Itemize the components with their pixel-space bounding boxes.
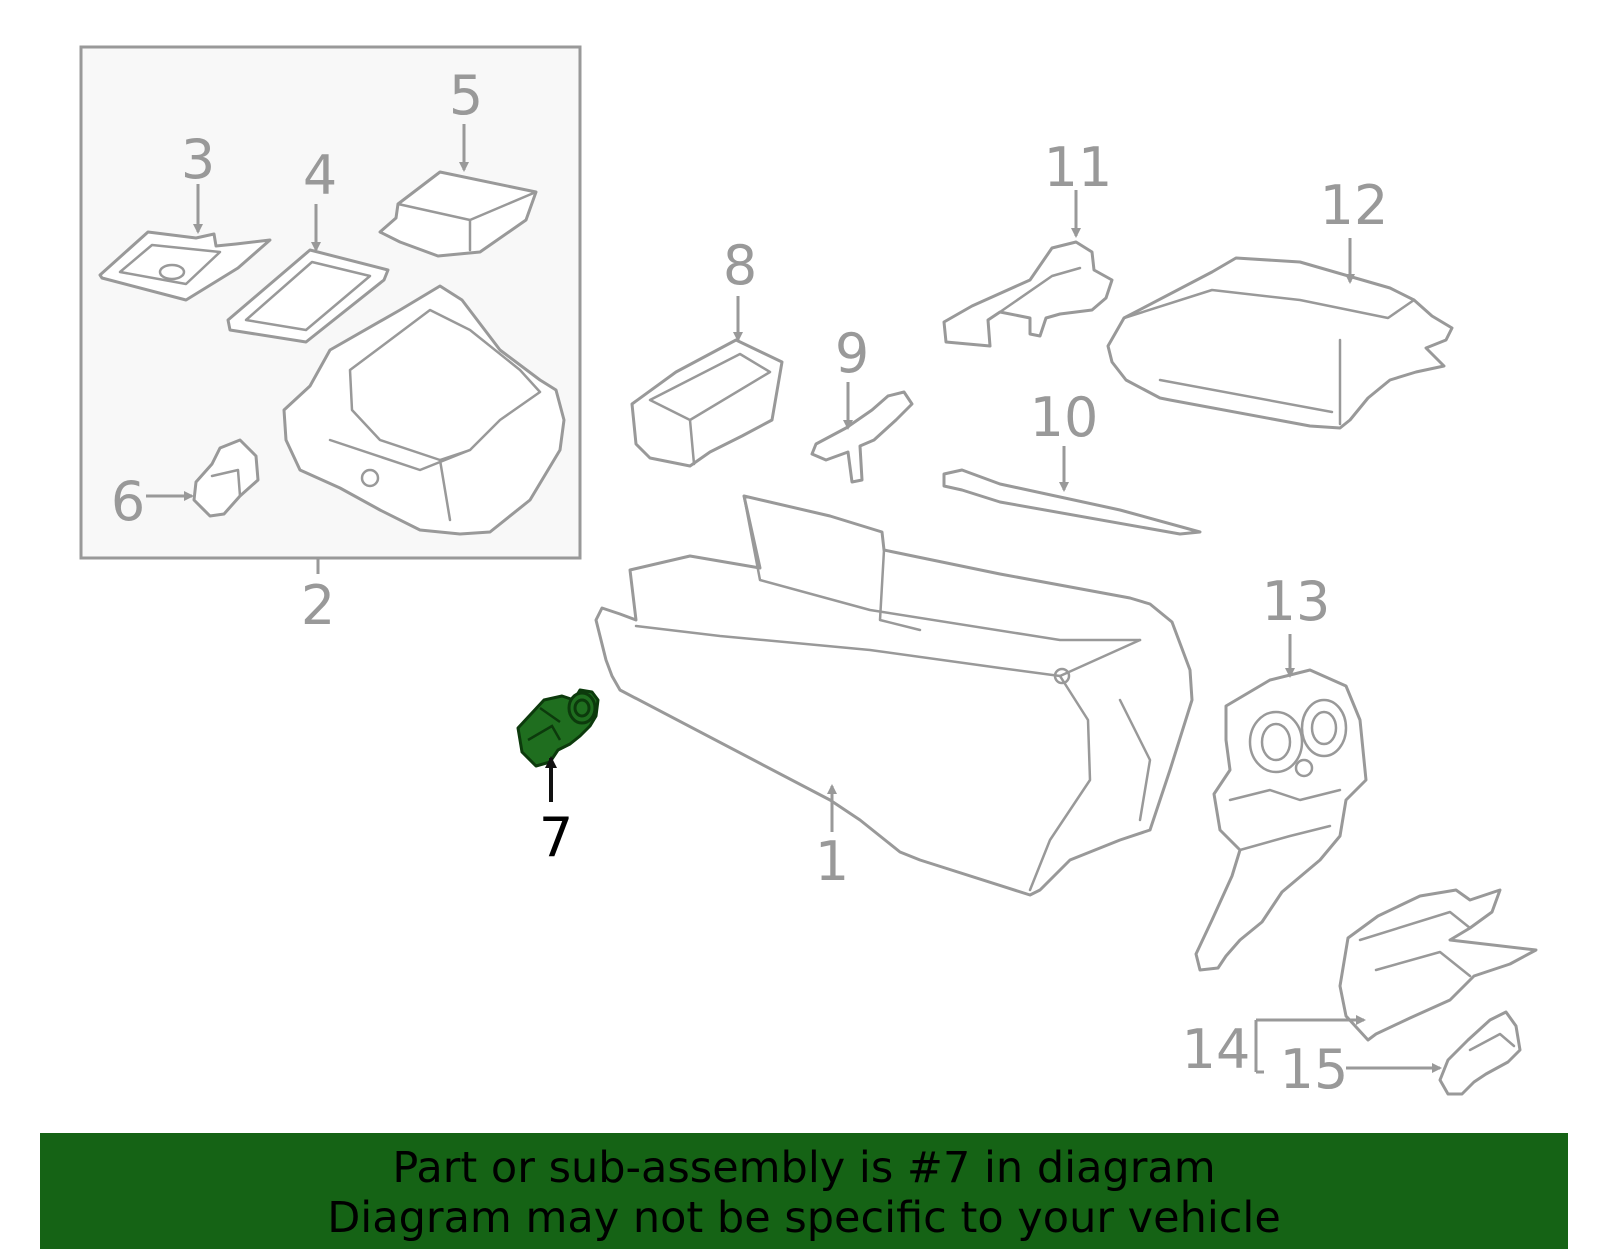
callout-14: 14	[1182, 1018, 1251, 1081]
banner-line-1: Part or sub-assembly is #7 in diagram	[392, 1143, 1216, 1193]
part-11-bracket[interactable]	[942, 240, 1114, 348]
part-8-cup-holder[interactable]	[630, 338, 784, 468]
callout-1: 1	[815, 830, 849, 893]
callout-15: 15	[1280, 1038, 1349, 1101]
callout-12: 12	[1320, 174, 1389, 237]
part-1-console[interactable]	[594, 494, 1194, 897]
part-12-armrest[interactable]	[1106, 256, 1454, 430]
part-3-mat[interactable]	[98, 230, 272, 302]
part-2-housing[interactable]	[282, 284, 566, 536]
callout-9: 9	[835, 322, 869, 385]
callout-11: 11	[1044, 136, 1113, 199]
callout-13: 13	[1262, 570, 1331, 633]
callout-3: 3	[181, 128, 215, 191]
info-banner: Part or sub-assembly is #7 in diagram Di…	[40, 1133, 1568, 1249]
callout-10: 10	[1030, 386, 1099, 449]
banner-line-2: Diagram may not be specific to your vehi…	[327, 1193, 1281, 1243]
part-14-panel[interactable]	[1338, 888, 1538, 1042]
part-6-clip[interactable]	[192, 438, 260, 518]
callout-4: 4	[303, 144, 337, 207]
callout-2: 2	[301, 574, 335, 637]
part-4-pad[interactable]	[226, 248, 390, 344]
callout-8: 8	[723, 234, 757, 297]
part-5-tray[interactable]	[378, 170, 538, 258]
callout-5: 5	[449, 64, 483, 127]
part-13-vent-panel[interactable]	[1194, 668, 1368, 972]
callout-7: 7	[539, 806, 573, 869]
part-7-highlighted[interactable]	[516, 688, 600, 768]
part-10-rod[interactable]	[942, 468, 1202, 536]
leader-15	[1256, 1068, 1440, 1072]
part-9-clip[interactable]	[810, 390, 914, 484]
part-15-switch[interactable]	[1438, 1010, 1522, 1096]
callout-6: 6	[111, 470, 145, 533]
